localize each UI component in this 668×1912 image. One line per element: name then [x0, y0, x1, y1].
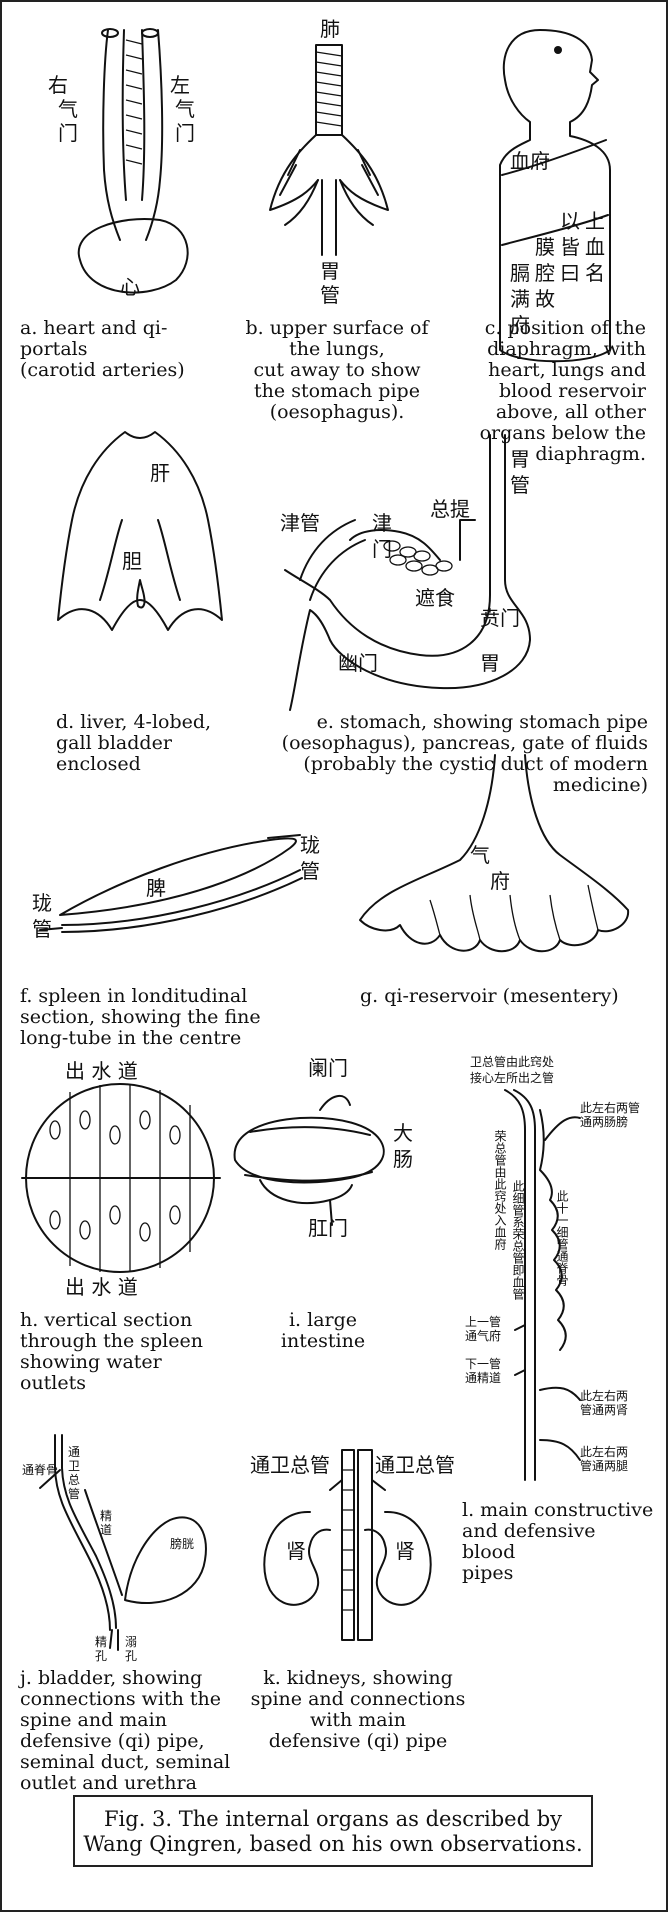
label-stomach-pipe-1: 胃: [320, 259, 340, 283]
caption-i: i. large intestine: [248, 1310, 398, 1352]
label-seminal-hole-1: 精: [95, 1635, 107, 1649]
label-l-right-bot: 此左右两: [580, 1444, 628, 1459]
label-qi-reservoir-1: 气: [470, 843, 490, 867]
label-seminal-2: 道: [100, 1523, 112, 1537]
label-left-qi-portal-2: 气: [175, 97, 195, 121]
label-l-col-a: 荣总管由此窍处入血府: [493, 1130, 507, 1250]
label-l-col-b: 此细管系荣总管即血管: [511, 1180, 525, 1301]
label-c-col4-a: 膈: [510, 261, 530, 285]
label-main-j-4: 管: [68, 1486, 80, 1501]
label-l-right-top: 此左右两管: [580, 1100, 640, 1115]
label-kidney-left: 肾: [286, 1539, 306, 1563]
panel-h-drawing: [22, 1084, 220, 1272]
label-fluid-gate-1: 津: [372, 511, 392, 535]
label-c-col4-b: 满: [510, 287, 530, 311]
label-h-top: 出 水 道: [65, 1059, 138, 1083]
label-l-right-bot2: 管通两腿: [580, 1458, 628, 1473]
panel-i-drawing: [235, 1096, 384, 1225]
label-c-col3-b: 腔: [535, 261, 555, 285]
caption-d: d. liver, 4-lobed, gall bladder enclosed: [56, 712, 256, 775]
label-stomach-pipe-2: 管: [320, 283, 340, 307]
label-bladder: 膀胱: [170, 1536, 194, 1551]
figure-caption-box: Fig. 3. The internal organs as described…: [73, 1795, 593, 1867]
label-l-col-c: 此十一细管通脊骨: [555, 1190, 569, 1286]
label-tube-right-2: 管: [300, 859, 320, 883]
label-anus: 肛门: [308, 1216, 348, 1240]
label-right-main-k: 通卫总管: [375, 1453, 455, 1477]
label-heart: 心: [120, 275, 140, 299]
caption-j: j. bladder, showing connections with the…: [20, 1668, 240, 1794]
label-blood-reservoir: 血府: [510, 149, 550, 173]
figure-caption: Fig. 3. The internal organs as described…: [83, 1807, 583, 1857]
label-right-qi-portal-3: 门: [58, 121, 78, 145]
label-c-col1-b: 血: [585, 235, 605, 259]
label-left-qi-portal-3: 门: [175, 121, 195, 145]
label-urine-hole-1: 溺: [125, 1635, 137, 1649]
label-left-qi-portal-1: 左: [170, 73, 190, 97]
label-spleen: 脾: [146, 876, 166, 900]
label-c-col2-b: 皆: [560, 235, 580, 259]
label-l-right-mid2: 管通两肾: [580, 1402, 628, 1417]
label-seminal-hole-2: 孔: [95, 1649, 107, 1663]
caption-a: a. heart and qi-portals (carotid arterie…: [20, 318, 220, 381]
label-urine-hole-2: 孔: [125, 1649, 137, 1663]
caption-c: c. position of the diaphragm, with heart…: [454, 318, 646, 465]
label-tube-right-1: 珑: [300, 833, 320, 857]
label-l-upper: 上一管: [465, 1314, 501, 1329]
label-tube-left-2: 管: [32, 917, 52, 941]
label-cover: 遮食: [415, 586, 455, 610]
label-l-lower2: 通精道: [465, 1371, 501, 1385]
label-main-j-2: 卫: [68, 1459, 80, 1473]
label-l-upper2: 通气府: [465, 1328, 501, 1343]
label-qi-reservoir-2: 府: [490, 869, 510, 893]
panel-b-drawing: [270, 45, 388, 255]
caption-b: b. upper surface of the lungs, cut away …: [232, 318, 442, 423]
label-main-j-3: 总: [68, 1473, 80, 1487]
label-stomach-pipe-e-2: 管: [510, 473, 530, 497]
label-stomach-e: 胃: [480, 651, 500, 675]
caption-h: h. vertical section through the spleen s…: [20, 1310, 230, 1394]
label-l-lower: 下一管: [465, 1356, 501, 1371]
panel-a-drawing: [79, 29, 188, 293]
label-general: 总提: [430, 497, 470, 521]
label-left-main-k: 通卫总管: [250, 1453, 330, 1477]
label-liver: 肝: [150, 461, 170, 485]
label-lungs: 肺: [320, 17, 340, 41]
label-spine-j: 通脊骨: [22, 1463, 58, 1477]
label-c-col3-a: 膜: [535, 235, 555, 259]
caption-l: l. main constructive and defensive blood…: [462, 1500, 654, 1584]
caption-e: e. stomach, showing stomach pipe (oesoph…: [256, 712, 648, 796]
label-cardia: 贲门: [480, 606, 520, 630]
label-h-bottom: 出 水 道: [65, 1275, 138, 1299]
label-kidney-right: 肾: [395, 1539, 415, 1563]
panel-f-drawing: [40, 835, 302, 932]
label-large-intestine-2: 肠: [393, 1147, 413, 1171]
label-l-top: 卫总管由此窍处: [470, 1054, 554, 1069]
label-l-right-top2: 通两肠膀: [580, 1114, 628, 1129]
label-right-qi-portal-1: 右: [48, 73, 68, 97]
label-seminal-1: 精: [100, 1509, 112, 1523]
label-l-right-mid: 此左右两: [580, 1388, 628, 1403]
label-c-col1-a: 上: [585, 209, 605, 233]
label-c-col2-a: 以: [560, 209, 580, 233]
label-main-j-1: 通: [68, 1445, 80, 1459]
label-fluid-pipe: 津管: [280, 511, 320, 535]
label-large-intestine-1: 大: [393, 1121, 413, 1145]
label-c-col2-c: 曰: [560, 261, 580, 285]
label-l-top2: 接心左所出之管: [470, 1070, 554, 1085]
label-right-qi-portal-2: 气: [58, 97, 78, 121]
caption-g: g. qi-reservoir (mesentery): [360, 986, 650, 1007]
panel-d-drawing: [58, 432, 222, 630]
label-gall: 胆: [122, 549, 142, 573]
caption-f: f. spleen in londitudinal section, showi…: [20, 986, 300, 1049]
label-pylorus: 幽门: [338, 651, 378, 675]
label-c-col4-c: 故: [535, 287, 555, 311]
label-c-col3-c: 名: [585, 261, 605, 285]
panel-c-drawing: [500, 30, 610, 361]
label-gate: 阑门: [308, 1056, 348, 1080]
caption-k: k. kidneys, showing spine and connection…: [248, 1668, 468, 1752]
label-tube-left-1: 珑: [32, 891, 52, 915]
label-fluid-gate-2: 门: [372, 537, 392, 561]
